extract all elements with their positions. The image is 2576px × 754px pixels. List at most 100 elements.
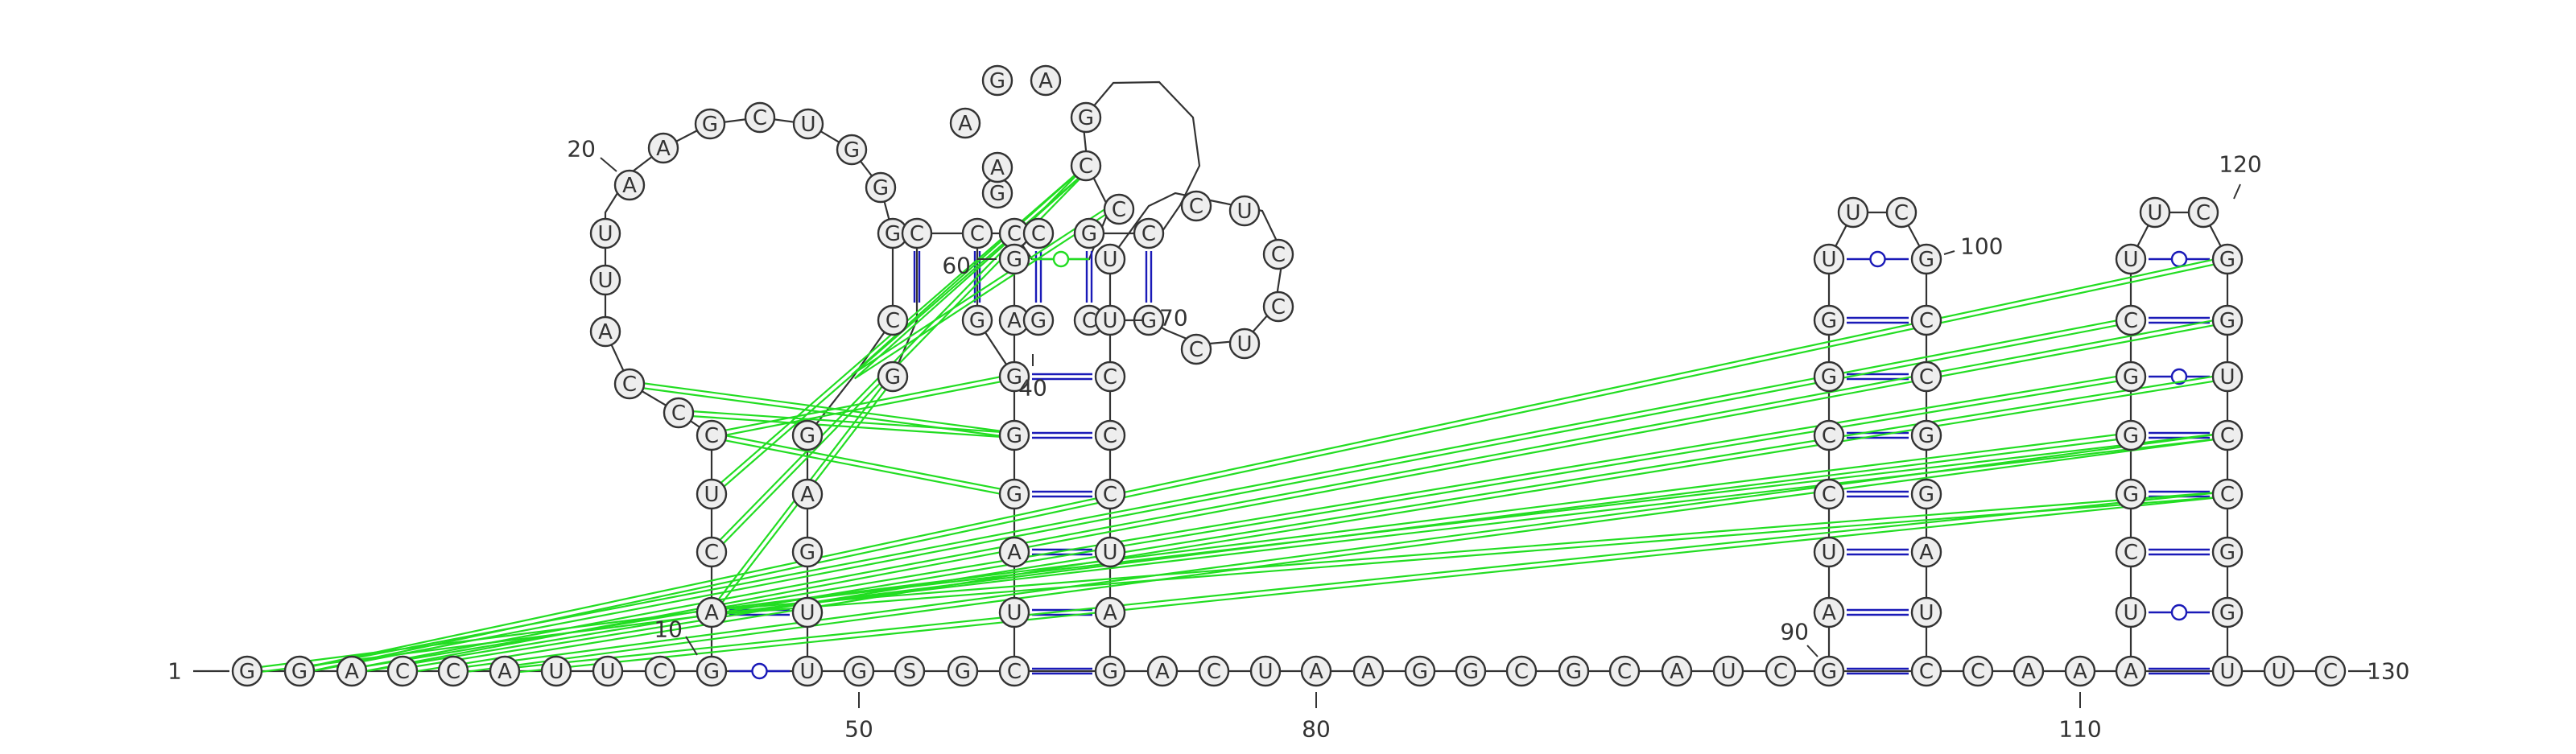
pseudoknot-line	[711, 436, 1014, 498]
nucleotide-circle	[1030, 64, 1062, 97]
nucleotide-circle	[2211, 655, 2244, 687]
nucleotide-circle	[791, 419, 824, 451]
nucleotide-circle	[1228, 195, 1261, 227]
nucleotide-circle	[1813, 304, 1845, 336]
nucleotide: C	[961, 217, 993, 249]
pseudoknot-line	[352, 377, 2132, 675]
nucleotide-letter: U	[2123, 601, 2138, 625]
nucleotide-circle	[2115, 478, 2147, 510]
nucleotide: A	[1661, 655, 1693, 687]
nucleotide: G	[2211, 536, 2244, 568]
nucleotide-letter: A	[1103, 601, 1117, 625]
nucleotide-letter: C	[704, 541, 719, 565]
pseudoknot-line	[299, 316, 2131, 670]
position-label: 90	[1780, 619, 1809, 645]
nucleotide-circle	[843, 655, 875, 687]
position-label: 40	[1018, 375, 1047, 402]
nucleotide-circle	[2115, 243, 2147, 275]
position-label: 10	[654, 616, 683, 643]
nucleotide-letter: C	[970, 222, 985, 246]
nucleotide: C	[1094, 361, 1126, 393]
nucleotide-letter: G	[1821, 365, 1837, 389]
nucleotide-circle	[1837, 196, 1869, 229]
nucleotide-letter: G	[704, 660, 720, 684]
nucleotide-letter: U	[2271, 660, 2286, 684]
nucleotide-circle	[696, 536, 728, 568]
nucleotide-letter: C	[1082, 309, 1096, 333]
nucleotide: C	[877, 304, 909, 336]
nucleotide: C	[998, 217, 1030, 249]
nucleotide-letter: C	[1271, 243, 1286, 267]
nucleotide-circle	[694, 108, 726, 140]
nucleotide-circle	[1910, 243, 1942, 275]
nucleotide: G	[1813, 361, 1845, 393]
nucleotide-letter: U	[1006, 601, 1022, 625]
nucleotide-letter: G	[989, 182, 1005, 206]
nucleotide: C	[1073, 304, 1105, 336]
nucleotide-letter: U	[1918, 601, 1934, 625]
nucleotide: U	[1094, 243, 1126, 275]
pseudoknot-line	[711, 431, 2131, 612]
nucleotide-letter: G	[1030, 309, 1046, 333]
nucleotide-letter: C	[1007, 222, 1022, 246]
nucleotide: G	[947, 655, 979, 687]
nucleotide-letter: A	[800, 483, 815, 507]
nucleotide-letter: U	[799, 660, 815, 684]
nucleotide-circle	[2115, 536, 2147, 568]
nucleotide-letter: G	[2219, 309, 2235, 333]
nucleotide-letter: A	[1822, 601, 1836, 625]
nucleotide-circle	[644, 655, 676, 687]
nucleotide-letter: G	[1918, 424, 1934, 448]
nucleotide-letter: U	[2147, 201, 2162, 225]
nucleotide: U	[791, 655, 824, 687]
nucleotide-letter: A	[1007, 309, 1022, 333]
nucleotide-circle	[792, 108, 824, 140]
nucleotide-letter: G	[291, 660, 308, 684]
nucleotide-letter: C	[1079, 155, 1093, 179]
nucleotide: A	[1030, 64, 1062, 97]
nucleotide: C	[1198, 655, 1230, 687]
nucleotide-circle	[1094, 478, 1126, 510]
pseudoknot-line	[247, 613, 712, 675]
base-pair-wobble	[2170, 250, 2188, 268]
position-tick	[685, 636, 698, 656]
nucleotide-letter: C	[1773, 660, 1788, 684]
nucleotide-letter: G	[1006, 424, 1022, 448]
nucleotide-circle	[1300, 655, 1332, 687]
nucleotide-letter: C	[653, 660, 667, 684]
nucleotide-letter: U	[800, 113, 815, 137]
nucleotide-circle	[1962, 655, 1994, 687]
nucleotide-letter: A	[704, 601, 719, 625]
nucleotide-circle	[336, 655, 368, 687]
nucleotide-circle	[1022, 304, 1055, 336]
nucleotide-letter: A	[990, 156, 1005, 180]
nucleotide-circle	[791, 536, 824, 568]
pseudoknot-line	[629, 385, 1014, 439]
position-label: 100	[1960, 233, 2003, 260]
nucleotide-letter: G	[2123, 365, 2139, 389]
nucleotide-circle	[1249, 655, 1282, 687]
nucleotide-letter: G	[2219, 248, 2235, 272]
nucleotide: G	[283, 655, 316, 687]
nucleotide: C	[1070, 150, 1102, 182]
pseudoknot-line	[246, 608, 712, 670]
nucleotide-letter: C	[2220, 483, 2235, 507]
nucleotide: A	[2013, 655, 2045, 687]
nucleotide-circle	[1910, 478, 1942, 510]
nucleotide: A	[1813, 596, 1845, 628]
nucleotide-circle	[647, 132, 679, 164]
pseudoknot-line	[299, 255, 2227, 670]
nucleotide-letter: G	[2219, 541, 2235, 565]
nucleotide: G	[1133, 304, 1165, 336]
nucleotide: G	[981, 177, 1013, 209]
nucleotide: U	[2211, 655, 2244, 687]
nucleotide: G	[981, 64, 1013, 97]
nucleotide: C	[1910, 304, 1942, 336]
nucleotide: G	[2211, 243, 2244, 275]
nucleotide-circle	[1813, 596, 1845, 628]
hairpin-loop	[2130, 211, 2228, 260]
nucleotide-circle	[901, 217, 933, 249]
nucleotide-letter: C	[1207, 660, 1221, 684]
